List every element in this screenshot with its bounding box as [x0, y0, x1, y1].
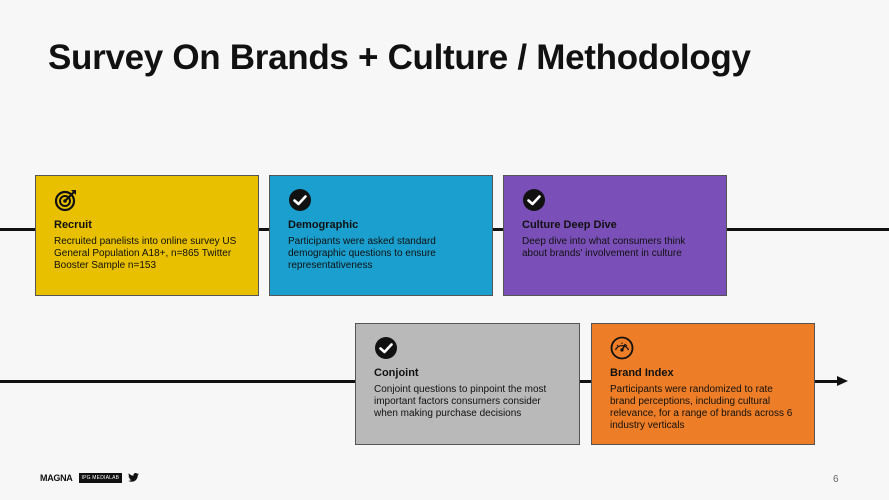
twitter-bird-icon — [128, 469, 140, 487]
card-body: Conjoint questions to pinpoint the most … — [374, 384, 547, 419]
check-circle-icon — [374, 336, 398, 360]
magna-logo: MAGNA — [40, 473, 73, 483]
card-culture-deep-dive: Culture Deep Dive Deep dive into what co… — [503, 175, 727, 296]
check-circle-icon — [288, 188, 312, 212]
card-demographic: Demographic Participants were asked stan… — [269, 175, 493, 296]
card-heading: Brand Index — [610, 367, 674, 379]
page-number: 6 — [833, 474, 839, 485]
gauge-icon — [610, 336, 634, 360]
card-body: Recruited panelists into online survey U… — [54, 236, 237, 271]
card-heading: Recruit — [54, 219, 92, 231]
footer-logos: MAGNA IPG MEDIALAB — [40, 469, 140, 487]
card-brand-index: Brand Index Participants were randomized… — [591, 323, 815, 445]
ipg-medialab-logo: IPG MEDIALAB — [78, 473, 123, 483]
card-heading: Conjoint — [374, 367, 419, 379]
card-conjoint: Conjoint Conjoint questions to pinpoint … — [355, 323, 580, 445]
card-heading: Culture Deep Dive — [522, 219, 617, 231]
check-circle-icon — [522, 188, 546, 212]
card-body: Deep dive into what consumers think abou… — [522, 236, 686, 259]
card-heading: Demographic — [288, 219, 359, 231]
target-icon — [54, 188, 78, 212]
card-body: Participants were randomized to rate bra… — [610, 384, 793, 431]
card-body: Participants were asked standard demogra… — [288, 236, 436, 271]
slide-title: Survey On Brands + Culture / Methodology — [48, 38, 751, 77]
card-recruit: Recruit Recruited panelists into online … — [35, 175, 259, 296]
timeline-arrow-icon — [837, 376, 848, 386]
